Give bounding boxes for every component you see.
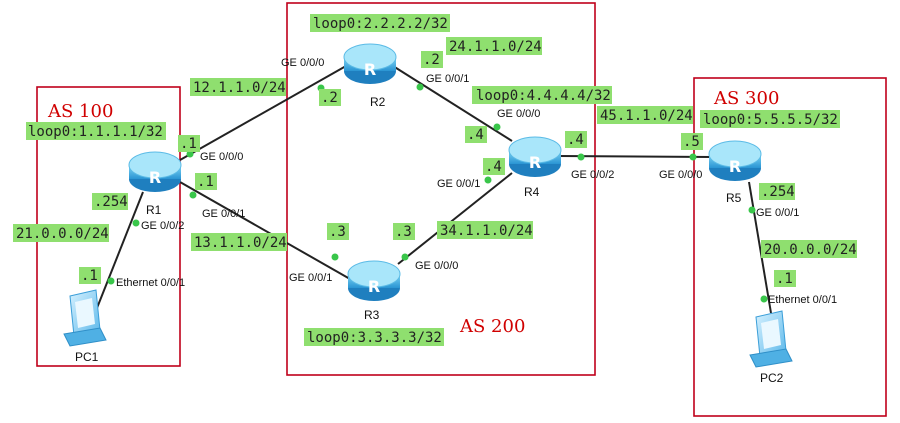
device-name-r4: R4 (524, 185, 540, 199)
port-r1-r2[interactable] (186, 150, 194, 158)
port-r2-r4[interactable] (416, 83, 424, 91)
octet-r2-to-r1: .2 (321, 90, 338, 106)
link-r3-r4 (397, 172, 513, 265)
octet-r1-to-r3: .1 (197, 174, 214, 190)
iface-r3-r4: GE 0/0/0 (415, 260, 458, 272)
subnet-r1-pc1: 21.0.0.0/24 (16, 226, 109, 242)
loopback-r3: loop0:3.3.3.3/32 (307, 330, 442, 346)
port-r5-r4[interactable] (689, 153, 697, 161)
device-name-r1: R1 (146, 203, 162, 217)
port-r1-r3[interactable] (189, 191, 197, 199)
port-r1-pc1[interactable] (132, 219, 140, 227)
iface-r2-r1: GE 0/0/0 (281, 57, 324, 69)
port-r4-r2[interactable] (493, 123, 501, 131)
as300-boundary (693, 77, 887, 417)
subnet-r5-pc2: 20.0.0.0/24 (764, 242, 857, 258)
port-pc2[interactable] (760, 295, 768, 303)
octet-r5-to-r4: .5 (683, 134, 700, 150)
as200-label: AS 200 (459, 316, 525, 337)
device-name-r3: R3 (364, 308, 380, 322)
octet-r3-to-r4: .3 (395, 224, 412, 240)
octet-r1-to-r2: .1 (180, 136, 197, 152)
iface-pc1: Ethernet 0/0/1 (116, 277, 185, 289)
subnet-r2-r4: 24.1.1.0/24 (449, 39, 542, 55)
octet-r4-to-r2: .4 (467, 127, 484, 143)
port-r4-r5[interactable] (577, 153, 585, 161)
router-icon[interactable]: R (508, 136, 562, 177)
iface-pc2: Ethernet 0/0/1 (768, 294, 837, 306)
router-icon[interactable]: R (128, 151, 182, 192)
octet-r4-to-r5: .4 (567, 132, 584, 148)
port-r3-r4[interactable] (401, 253, 409, 261)
svg-text:R: R (368, 277, 380, 296)
subnet-r3-r4: 34.1.1.0/24 (440, 223, 533, 239)
octet-pc1: .1 (81, 268, 98, 284)
subnet-r1-r2: 12.1.1.0/24 (193, 80, 286, 96)
link-r1-r2 (179, 65, 347, 161)
router-icon[interactable]: R (347, 260, 401, 301)
iface-r5-r4: GE 0/0/0 (659, 169, 702, 181)
iface-r4-r5: GE 0/0/2 (571, 169, 614, 181)
iface-r1-pc1: GE 0/0/2 (141, 220, 184, 232)
svg-text:R: R (364, 60, 376, 79)
loopback-r1: loop0:1.1.1.1/32 (28, 124, 163, 140)
as300-label: AS 300 (713, 88, 779, 109)
port-r5-pc2[interactable] (748, 206, 756, 214)
iface-r2-r4: GE 0/0/1 (426, 73, 469, 85)
port-r4-r3[interactable] (484, 176, 492, 184)
iface-r3-r1: GE 0/0/1 (289, 272, 332, 284)
as100-label: AS 100 (47, 101, 113, 122)
device-name-pc2: PC2 (760, 371, 784, 385)
link-r2-r4 (392, 65, 513, 142)
pc-icon[interactable] (63, 289, 107, 347)
octet-r5-to-pc2: .254 (761, 184, 795, 200)
device-name-r5: R5 (726, 191, 742, 205)
octet-r4-to-r3: .4 (485, 159, 502, 175)
loopback-r4: loop0:4.4.4.4/32 (476, 88, 611, 104)
device-name-r2: R2 (370, 95, 386, 109)
iface-r1-r2: GE 0/0/0 (200, 151, 243, 163)
iface-r5-pc2: GE 0/0/1 (756, 207, 799, 219)
link-r1-r3 (179, 181, 351, 280)
octet-pc2: .1 (776, 271, 793, 287)
svg-text:R: R (529, 153, 541, 172)
octet-r3-to-r1: .3 (329, 224, 346, 240)
octet-r2-to-r4: .2 (423, 52, 440, 68)
loopback-r2: loop0:2.2.2.2/32 (313, 16, 448, 32)
loopback-r5: loop0:5.5.5.5/32 (703, 112, 838, 128)
device-name-pc1: PC1 (75, 350, 99, 364)
subnet-r4-r5: 45.1.1.0/24 (600, 108, 693, 124)
svg-text:R: R (729, 157, 741, 176)
svg-text:R: R (149, 168, 161, 187)
octet-r1-to-pc1: .254 (94, 194, 128, 210)
link-r1-pc1 (96, 191, 144, 309)
router-icon[interactable]: R (343, 43, 397, 84)
iface-r4-r3: GE 0/0/1 (437, 178, 480, 190)
link-r5-pc2 (748, 181, 772, 314)
port-r3-r1[interactable] (331, 253, 339, 261)
pc-icon[interactable] (749, 310, 793, 368)
subnet-r1-r3: 13.1.1.0/24 (194, 235, 287, 251)
iface-r4-r2: GE 0/0/0 (497, 108, 540, 120)
as200-boundary (286, 2, 596, 376)
port-pc1[interactable] (107, 277, 115, 285)
router-icon[interactable]: R (708, 140, 762, 181)
iface-r1-r3: GE 0/0/1 (202, 208, 245, 220)
